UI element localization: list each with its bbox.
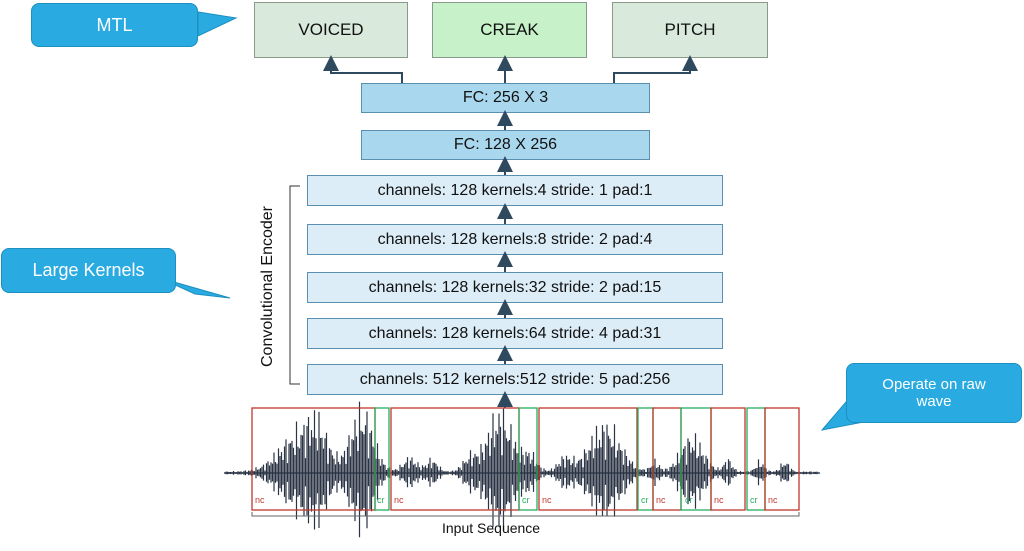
segment-label-cr: cr [522,495,530,505]
segment-box [538,407,638,511]
arrow-to-pitch [613,55,698,83]
segment-label-nc: nc [542,495,552,505]
encoder-layer-3: channels: 128 kernels:32 stride: 2 pad:1… [307,272,723,303]
arrow-to-voiced [323,55,403,83]
pitch-output-box: PITCH [612,2,768,58]
waveform [225,401,818,538]
segment-label-cr: cr [377,495,385,505]
mtl-callout-tail [197,11,238,37]
encoder-layer-1: channels: 128 kernels:4 stride: 1 pad:1 [307,175,723,206]
waveform-path [225,401,818,538]
segment-box [374,407,390,511]
encoder-layer-2: channels: 128 kernels:8 stride: 2 pad:4 [307,224,723,255]
segment-box [710,407,746,511]
segment-label-nc: nc [656,495,666,505]
input-sequence-label: Input Sequence [442,520,541,536]
segment-label-nc: nc [768,495,778,505]
voiced-output-box: VOICED [254,2,408,58]
segment-label-nc: nc [394,495,404,505]
segment-label-nc: nc [714,495,724,505]
input-sequence-bracket [251,512,800,517]
raw-wave-callout: Operate on raw wave [846,363,1022,423]
large-kernels-callout: Large Kernels [1,248,176,293]
fc-layer-128x256: FC: 128 X 256 [361,130,650,160]
mtl-callout: MTL [31,3,198,47]
segment-label-cr: cr [750,495,758,505]
encoder-bracket [289,185,300,385]
segment-label-nc: nc [255,495,265,505]
large-kernels-callout-tail [159,277,231,299]
encoder-layer-4: channels: 128 kernels:64 stride: 4 pad:3… [307,318,723,349]
encoder-layer-5: channels: 512 kernels:512 stride: 5 pad:… [307,364,723,395]
segment-boxes [251,407,800,511]
segment-label-cr: cr [641,495,649,505]
segment-box [390,407,520,511]
segment-label-cr: cr [685,495,693,505]
segment-box [764,407,800,511]
segment-box [518,407,538,511]
